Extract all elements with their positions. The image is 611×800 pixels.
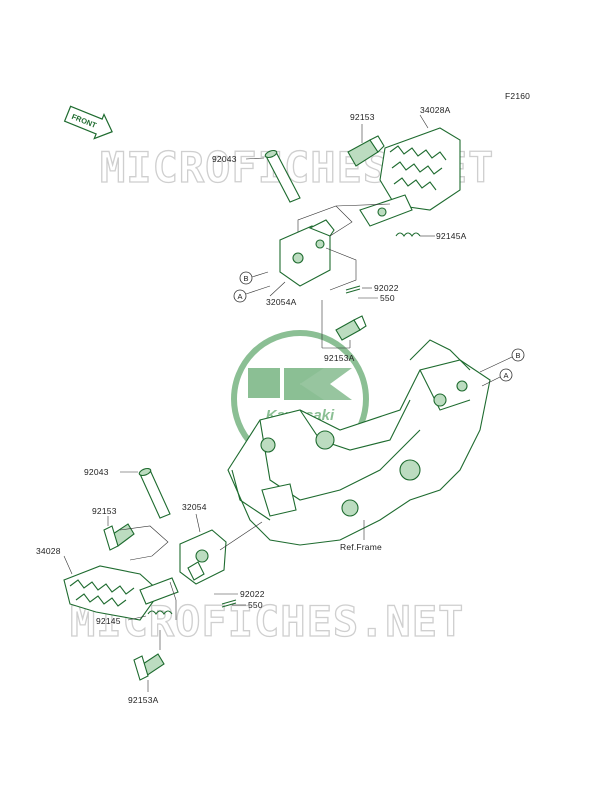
label-32054: 32054 — [182, 502, 207, 512]
label-92022-bottom: 92022 — [240, 589, 265, 599]
frame — [227, 339, 491, 546]
callout-a-right: A — [499, 368, 513, 382]
label-92145: 92145 — [96, 616, 121, 626]
label-92145A: 92145A — [436, 231, 467, 241]
pin-92043-top — [264, 149, 301, 203]
callout-a-top: A — [233, 289, 247, 303]
svg-text:B: B — [243, 274, 248, 283]
bracket-32054 — [179, 529, 227, 585]
label-34028: 34028 — [36, 546, 61, 556]
label-92043-bottom: 92043 — [84, 467, 109, 477]
bracket-32054A — [279, 219, 335, 287]
label-550-top: 550 — [380, 293, 395, 303]
svg-text:A: A — [237, 292, 242, 301]
callout-b-top: B — [239, 271, 253, 285]
footpeg-34028A — [359, 127, 461, 227]
spring-92145A — [395, 232, 421, 237]
label-92022-top: 92022 — [374, 283, 399, 293]
bolt-92153-bottom — [103, 523, 135, 551]
bolt-92153A-bottom — [133, 653, 165, 681]
label-34028A: 34028A — [420, 105, 451, 115]
pin-92043-bottom — [138, 467, 171, 519]
label-550-bottom: 550 — [248, 600, 263, 610]
label-92153A-bottom: 92153A — [128, 695, 159, 705]
figure-code: F2160 — [505, 91, 530, 101]
bolt-92153-top — [347, 135, 385, 167]
label-92153-top: 92153 — [350, 112, 375, 122]
callout-b-right: B — [511, 348, 525, 362]
label-92153-bottom: 92153 — [92, 506, 117, 516]
label-92153A-top: 92153A — [324, 353, 355, 363]
front-arrow-icon: FRONT — [63, 105, 113, 140]
label-92043-top: 92043 — [212, 154, 237, 164]
bolt-92153A-top — [335, 315, 367, 341]
cotter-pin-92022-bottom — [221, 599, 237, 608]
svg-text:A: A — [503, 371, 508, 380]
label-32054A: 32054A — [266, 297, 297, 307]
spring-92145 — [147, 610, 173, 615]
svg-text:B: B — [515, 351, 520, 360]
footpeg-34028 — [63, 565, 179, 621]
ref-frame-label: Ref.Frame — [340, 542, 382, 552]
cotter-pin-92022-top — [345, 285, 361, 294]
